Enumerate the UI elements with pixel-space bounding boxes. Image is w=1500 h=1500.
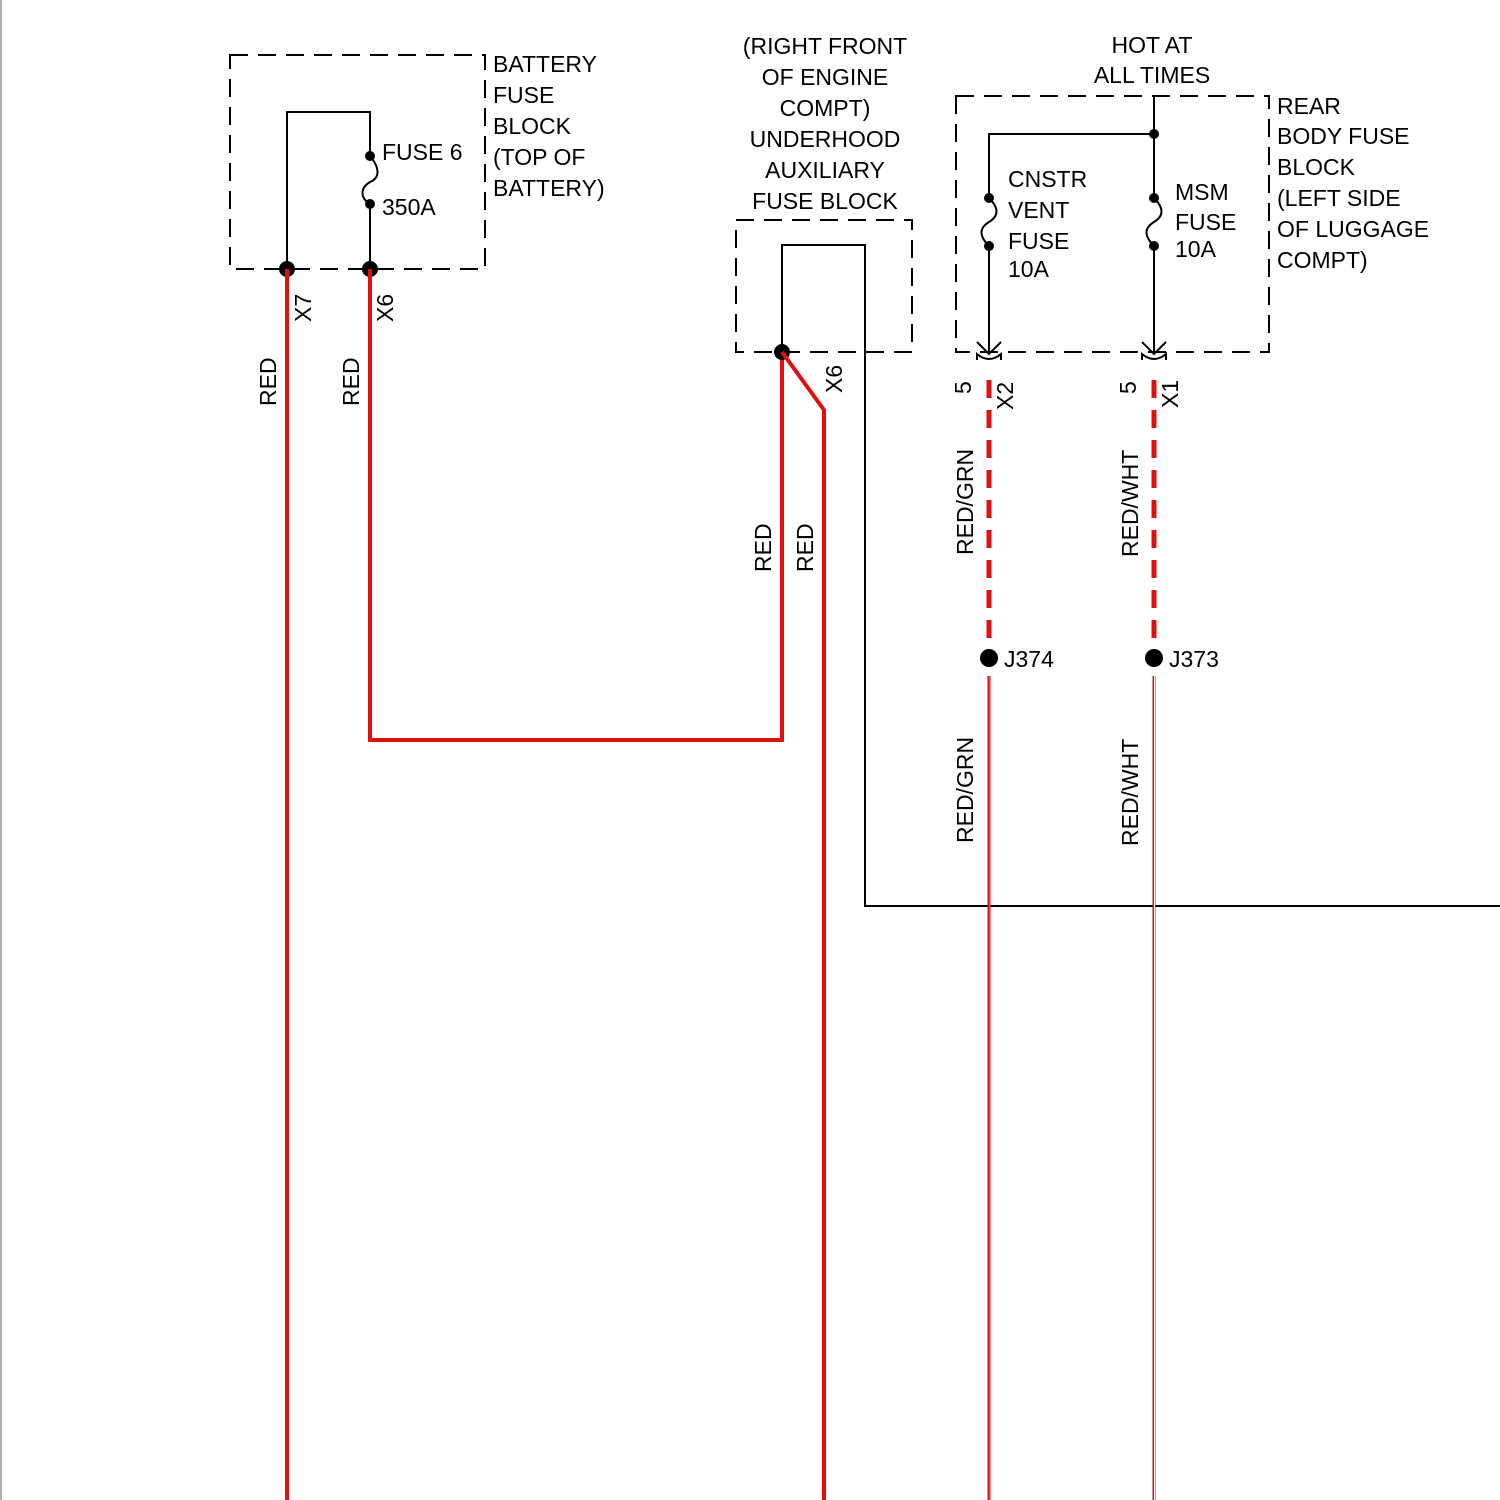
splice-j374-dot — [980, 649, 998, 667]
fuse-6-terminal-bottom — [365, 199, 375, 209]
battery-fuse-block-label-1: BATTERY — [493, 51, 597, 77]
connector-x2-pin: 5 — [950, 381, 976, 394]
cnstr-vent-fuse-label-3: FUSE — [1008, 228, 1069, 254]
fuse-6-rating: 350A — [382, 194, 436, 220]
wire-label-battery-x6: RED — [338, 357, 364, 406]
aux-block-label-6: FUSE BLOCK — [752, 188, 898, 214]
aux-block-label-5: AUXILIARY — [765, 157, 885, 183]
hot-at-all-times-line-1: HOT AT — [1112, 32, 1193, 58]
msm-fuse-label-3: 10A — [1175, 236, 1217, 262]
cnstr-vent-fuse-terminal-top — [984, 193, 994, 203]
splice-j374-label: J374 — [1004, 646, 1054, 672]
cnstr-vent-fuse-label-2: VENT — [1008, 197, 1069, 223]
wire-label-aux-left: RED — [750, 523, 776, 572]
aux-block-label-3: COMPT) — [780, 95, 871, 121]
aux-block-label-4: UNDERHOOD — [750, 126, 901, 152]
wire-label-aux-right: RED — [792, 523, 818, 572]
wire-label-red-grn-upper: RED/GRN — [952, 449, 978, 555]
wire-label-red-wht-lower: RED/WHT — [1117, 739, 1143, 846]
fuse-6-symbol — [363, 156, 378, 204]
fuse-6-name: FUSE 6 — [382, 139, 463, 165]
battery-fuse-block-label-4: (TOP OF — [493, 144, 585, 170]
msm-fuse-terminal-top — [1149, 193, 1159, 203]
aux-block-outline — [736, 220, 912, 352]
rear-block-label-1: REAR — [1277, 93, 1341, 119]
battery-connector-x6-label: X6 — [372, 294, 398, 322]
aux-block-label-1: (RIGHT FRONT — [743, 33, 907, 59]
msm-fuse-label-2: FUSE — [1175, 209, 1236, 235]
rear-block-label-4: (LEFT SIDE — [1277, 185, 1401, 211]
rear-body-fuse-block: HOT AT ALL TIMES CNSTR VENT FUSE 10A MSM… — [950, 32, 1429, 410]
connector-x1-label: X1 — [1157, 380, 1183, 408]
rear-block-label-5: OF LUGGAGE — [1277, 216, 1429, 242]
msm-fuse-label-1: MSM — [1175, 179, 1229, 205]
wire-label-red-wht-upper: RED/WHT — [1117, 450, 1143, 557]
wire-battery-x6-to-aux — [370, 269, 782, 740]
cnstr-vent-fuse-label-1: CNSTR — [1008, 166, 1087, 192]
wire-label-battery-x7: RED — [255, 357, 281, 406]
rear-block-label-6: COMPT) — [1277, 247, 1368, 273]
battery-fuse-block-label-2: FUSE — [493, 82, 554, 108]
battery-connector-x7-label: X7 — [290, 294, 316, 322]
rear-block-label-2: BODY FUSE — [1277, 123, 1410, 149]
connector-x1-pin: 5 — [1115, 381, 1141, 394]
fuse-6-terminal-top — [365, 151, 375, 161]
connector-x2-label: X2 — [992, 382, 1018, 410]
aux-block-label-2: OF ENGINE — [762, 64, 889, 90]
aux-connector-x6-label: X6 — [821, 365, 847, 393]
battery-internal-bus — [287, 112, 370, 269]
cnstr-vent-fuse-label-4: 10A — [1008, 256, 1050, 282]
splice-j373-dot — [1145, 649, 1163, 667]
battery-fuse-block-label-5: BATTERY) — [493, 175, 605, 201]
battery-fuse-block-label-3: BLOCK — [493, 113, 572, 139]
cnstr-vent-fuse-symbol — [982, 198, 997, 246]
rear-block-label-3: BLOCK — [1277, 154, 1356, 180]
rear-bus-junction — [1149, 129, 1159, 139]
wire-label-red-grn-lower: RED/GRN — [952, 737, 978, 843]
hot-at-all-times-line-2: ALL TIMES — [1094, 62, 1210, 88]
splice-j373-label: J373 — [1169, 646, 1219, 672]
msm-fuse-symbol — [1147, 198, 1162, 246]
